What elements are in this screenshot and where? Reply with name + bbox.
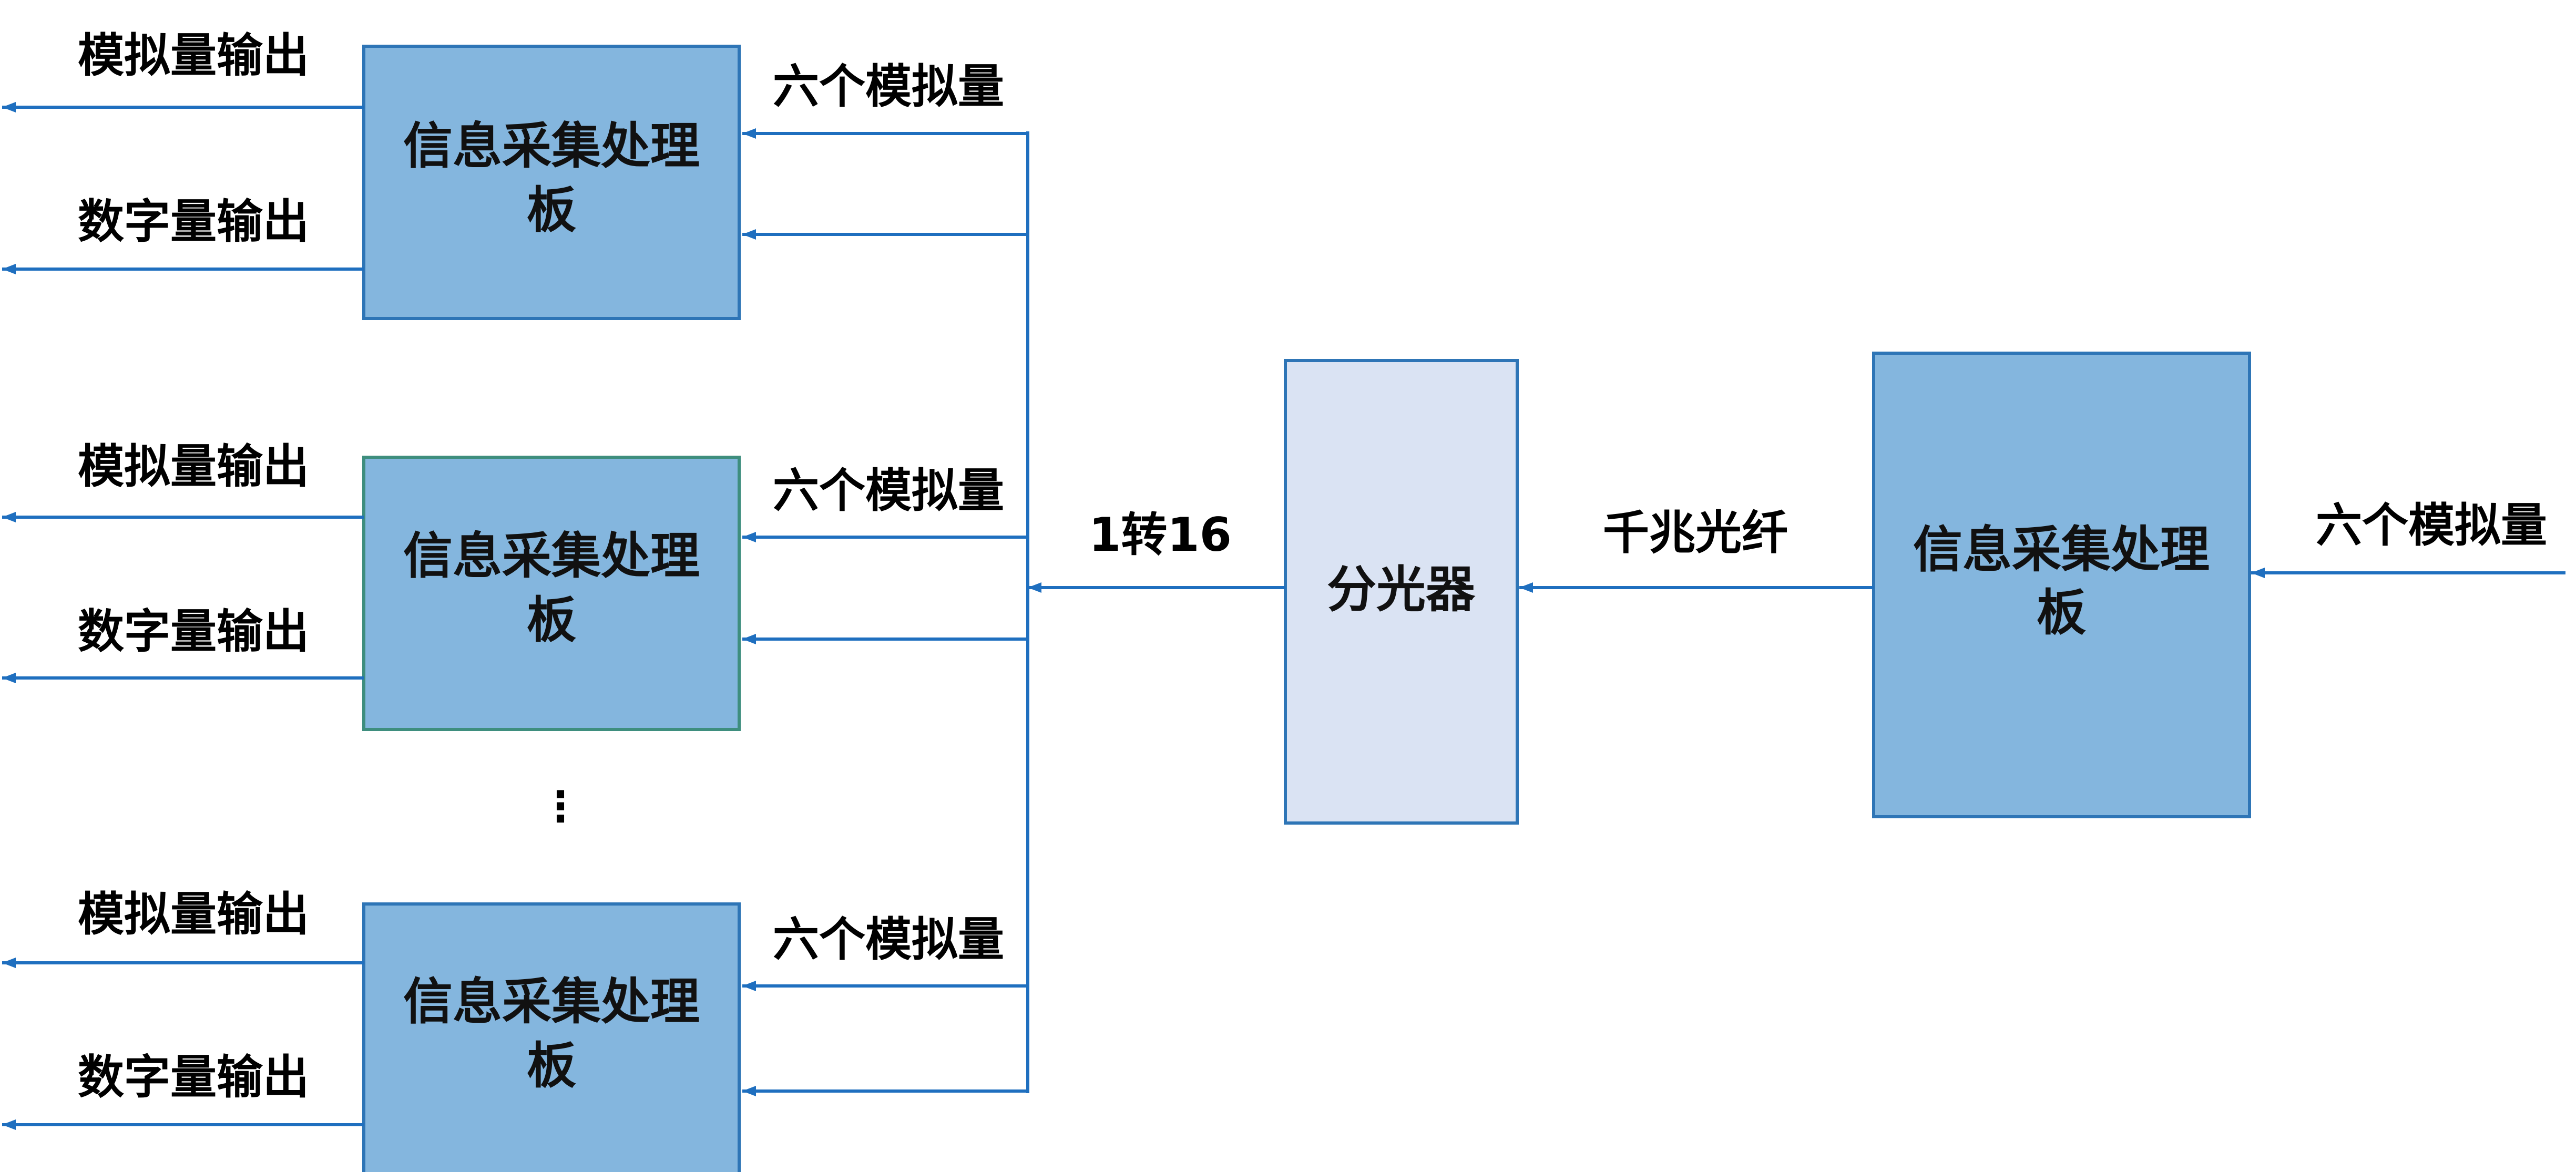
receiver-3-analog-out-label: 模拟量输出: [78, 887, 309, 941]
receiver-2-analog-out-label: 模拟量输出: [78, 439, 309, 494]
receiver-board-2: 信息采集处理 板: [362, 456, 741, 731]
receiver-1-analog-out-label: 模拟量输出: [78, 28, 309, 83]
source-board: 信息采集处理 板: [1872, 352, 2251, 818]
source-board-box: [1872, 352, 2251, 818]
splitter: 分光器: [1284, 359, 1519, 825]
splitter-box: [1284, 359, 1519, 825]
receiver-board-title: 信息采集处理: [403, 118, 700, 175]
receiver-board-title: 信息采集处理: [403, 973, 700, 1031]
receiver-1-digital-out-label: 数字量输出: [78, 194, 309, 249]
receiver-2-input-label: 六个模拟量: [773, 464, 1004, 518]
source-board-title-cont: 板: [2037, 584, 2086, 642]
receiver-2-digital-out-label: 数字量输出: [78, 604, 309, 659]
receiver-board-title-cont: 板: [527, 592, 576, 649]
source-input-label: 六个模拟量: [2316, 498, 2547, 552]
fiber-label: 千兆光纤: [1603, 506, 1788, 560]
more-boards-ellipsis: ⋮: [539, 782, 581, 831]
split-label: 1转16: [1089, 508, 1232, 562]
receiver-board-title-cont: 板: [527, 1037, 576, 1095]
receiver-3-input-label: 六个模拟量: [773, 912, 1004, 967]
receiver-board-box: [362, 902, 741, 1172]
receiver-board-3: 信息采集处理 板: [362, 902, 741, 1172]
receiver-board-title: 信息采集处理: [403, 528, 700, 585]
receiver-board-1: 信息采集处理 板: [362, 45, 741, 320]
splitter-label: 分光器: [1327, 561, 1476, 619]
receiver-1-input-label: 六个模拟量: [773, 59, 1004, 114]
receiver-board-box: [362, 45, 741, 320]
source-board-title: 信息采集处理: [1913, 521, 2210, 579]
receiver-board-title-cont: 板: [527, 182, 576, 239]
receiver-3-digital-out-label: 数字量输出: [78, 1050, 309, 1104]
receiver-board-box: [362, 456, 741, 731]
